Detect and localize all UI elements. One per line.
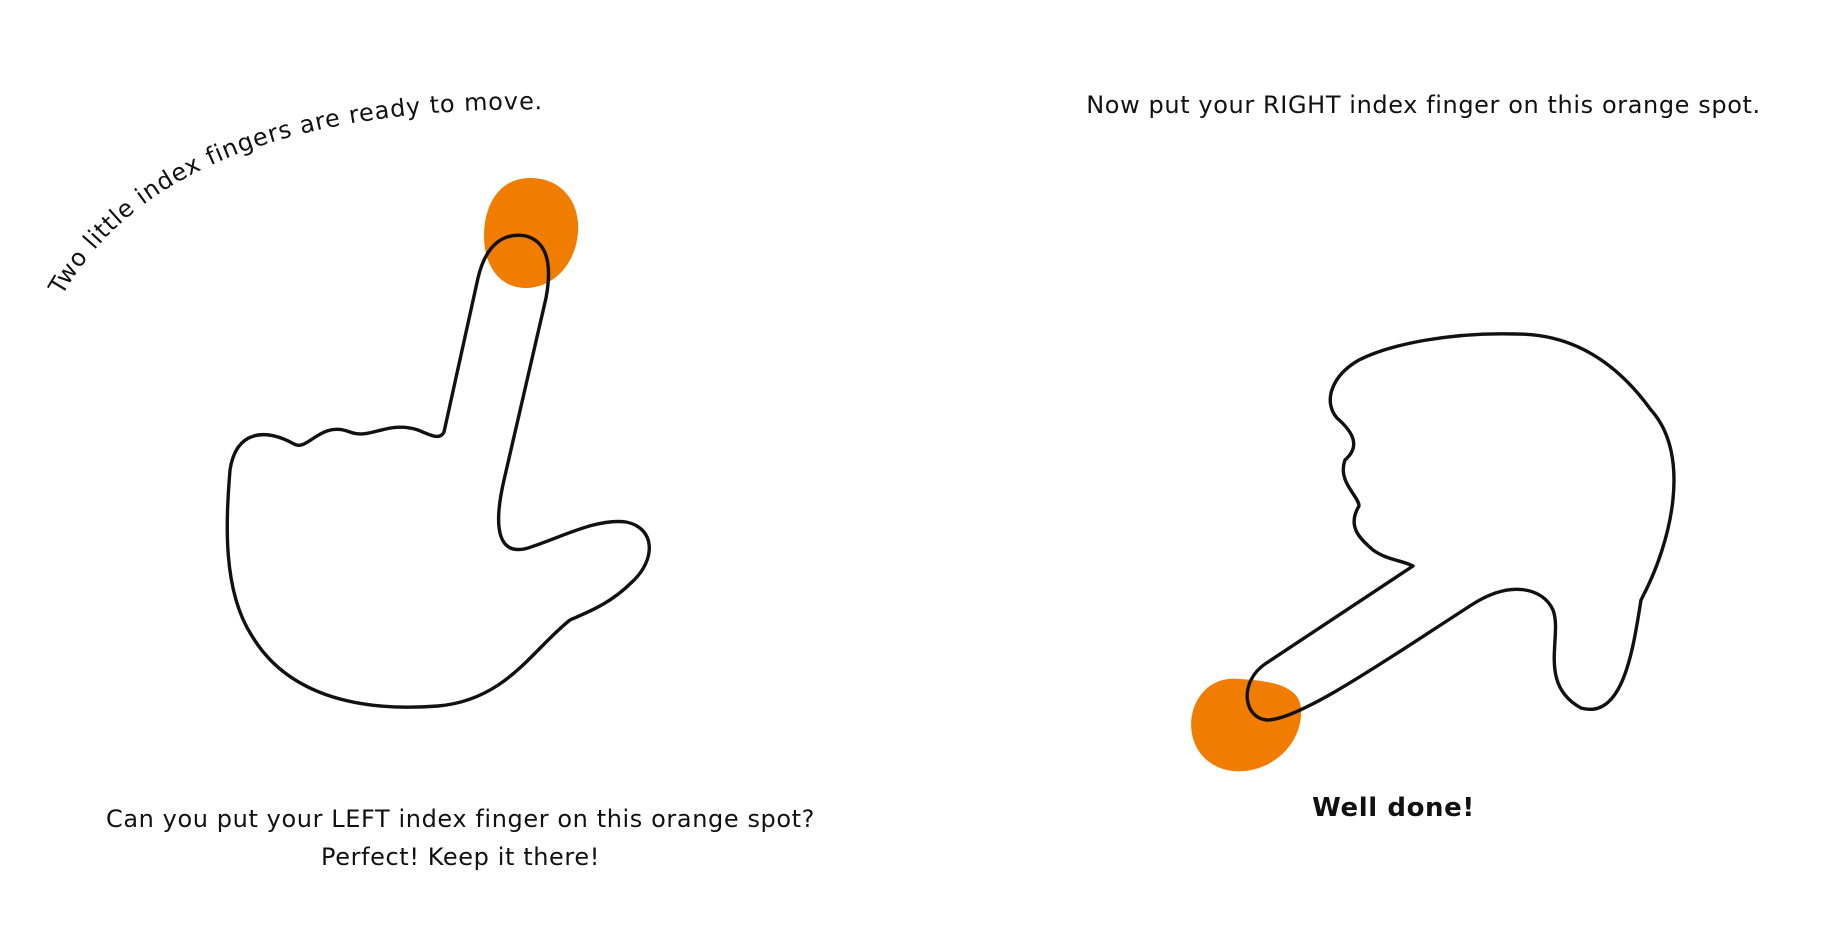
right-orange-spot[interactable] [1191,678,1302,772]
right-page-art [1191,332,1676,772]
arc-caption-text: Two little index fingers are ready to mo… [43,87,543,300]
left-orange-spot[interactable] [484,178,579,289]
left-pointing-hand-icon [225,233,651,709]
left-bottom-caption-line1: Can you put your LEFT index finger on th… [105,805,816,833]
left-page-art: Two little index fingers are ready to mo… [43,87,651,709]
arc-caption: Two little index fingers are ready to mo… [43,87,543,300]
right-pointing-hand-icon [1245,332,1676,722]
left-page: Two little index fingers are ready to mo… [0,87,921,876]
right-page: Now put your RIGHT index finger on this … [921,0,1842,932]
right-top-caption: Now put your RIGHT index finger on this … [1086,91,1761,119]
left-bottom-caption: Can you put your LEFT index finger on th… [0,800,921,876]
right-bottom-caption: Well done! [1312,793,1475,823]
left-bottom-caption-line2: Perfect! Keep it there! [321,843,600,871]
